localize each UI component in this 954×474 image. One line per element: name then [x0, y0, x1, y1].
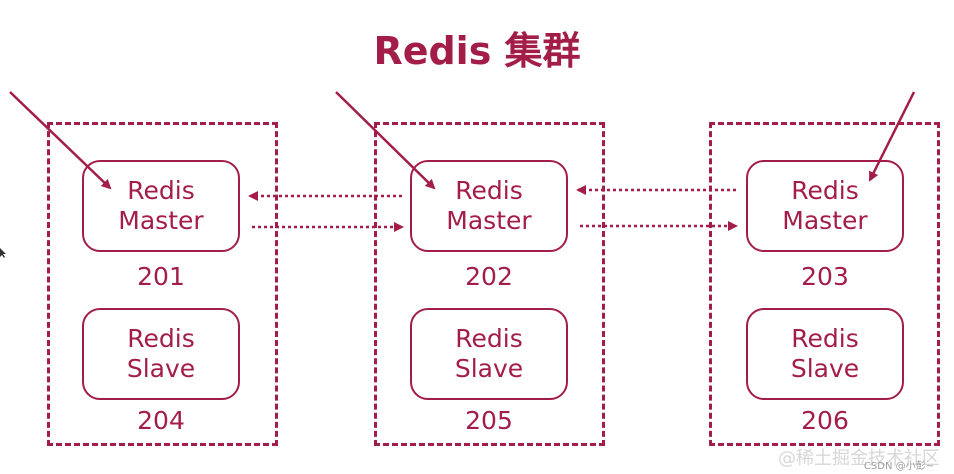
master-node-201: Redis Master: [82, 160, 240, 252]
client-arrow-3: [868, 91, 916, 182]
master-node-202: Redis Master: [410, 160, 568, 252]
watermark-main: @稀土掘金技术社区: [778, 448, 940, 469]
client-arrow-1: [9, 91, 112, 190]
slave-label-line1: Redis: [127, 324, 195, 353]
slave-node-204: Redis Slave: [82, 308, 240, 400]
diagram-title: Redis 集群: [373, 29, 581, 73]
slave-label-line2: Slave: [126, 354, 196, 383]
slave-label-line1: Redis: [791, 324, 859, 353]
slave-id-204: 204: [137, 406, 185, 435]
master-node-203: Redis Master: [746, 160, 904, 252]
master-id-202: 202: [465, 262, 513, 291]
slave-id-206: 206: [801, 406, 849, 435]
mouse-cursor-icon: [0, 248, 6, 258]
master-label-line2: Master: [782, 206, 868, 235]
slave-label-line2: Slave: [790, 354, 860, 383]
slave-id-205: 205: [465, 406, 513, 435]
client-arrow-2: [335, 91, 436, 190]
cluster-box-1: [47, 122, 278, 446]
cluster-box-2: [374, 122, 605, 446]
slave-label-line2: Slave: [454, 354, 524, 383]
master-label-line2: Master: [118, 206, 204, 235]
master-label-line1: Redis: [791, 176, 859, 205]
master-id-203: 203: [801, 262, 849, 291]
master-label-line1: Redis: [455, 176, 523, 205]
master-id-201: 201: [137, 262, 185, 291]
master-label-line1: Redis: [127, 176, 195, 205]
slave-node-205: Redis Slave: [410, 308, 568, 400]
slave-label-line1: Redis: [455, 324, 523, 353]
watermark-sub: CSDN @小彭~: [863, 461, 934, 472]
master-label-line2: Master: [446, 206, 532, 235]
slave-node-206: Redis Slave: [746, 308, 904, 400]
cluster-box-3: [709, 122, 940, 446]
